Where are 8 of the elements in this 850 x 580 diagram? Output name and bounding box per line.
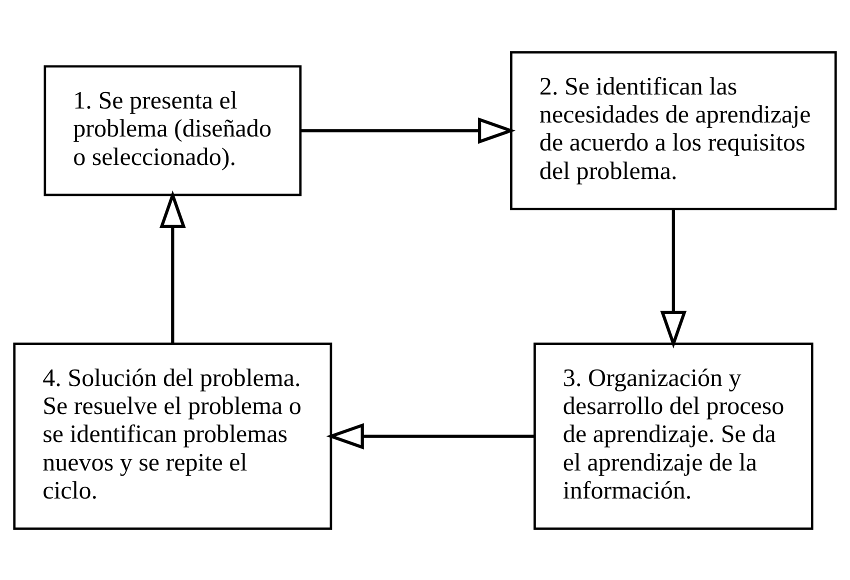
- node-box: 3. Organización y desarrollo del proceso de aprendizaje. Se da el aprendizaje de la información.: [534, 342, 814, 530]
- node-box: 1. Se presenta el problema (diseñado o seleccionado).: [44, 64, 302, 196]
- arrow: [159, 190, 186, 344]
- arrow: [300, 116, 516, 144]
- node-box: 4. Solución del problema. Se resuelve el problema o se identifican problemas nuevos y se repite el ciclo.: [13, 342, 332, 530]
- arrow: [326, 422, 534, 449]
- arrow: [660, 208, 687, 348]
- node-box: 2. Se identifican las necesidades de aprendizaje de acuerdo a los requisitos del problema.: [510, 50, 837, 210]
